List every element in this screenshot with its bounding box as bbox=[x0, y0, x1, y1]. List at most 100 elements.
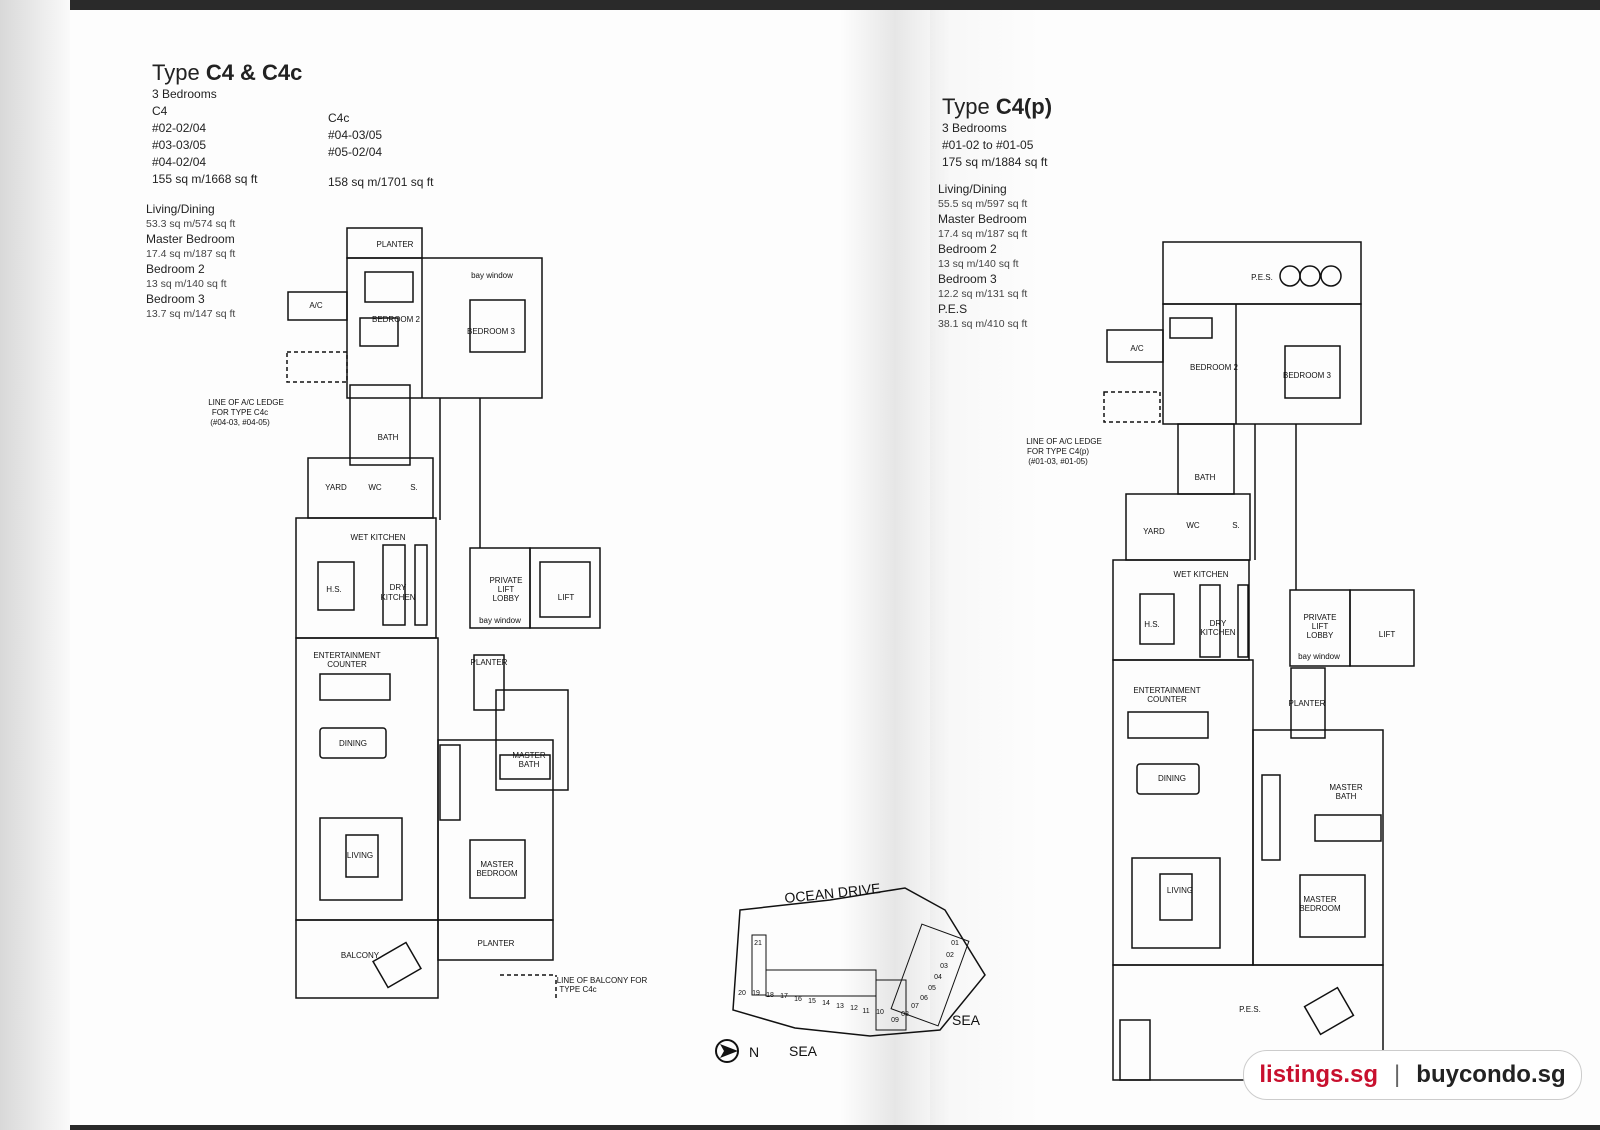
plan-label: LIVING bbox=[1167, 886, 1193, 895]
plan-label: MASTER bbox=[480, 860, 514, 869]
area-value: 13 sq m/140 sq ft bbox=[938, 258, 1019, 270]
plan-label: BATH bbox=[519, 760, 540, 769]
left-c4-unit: #03-03/05 bbox=[152, 138, 207, 152]
site-sea-east-label: SEA bbox=[952, 1012, 981, 1028]
watermark-site-b: buycondo.sg bbox=[1416, 1061, 1566, 1088]
plan-label: YARD bbox=[1143, 527, 1165, 536]
area-value: 53.3 sq m/574 sq ft bbox=[146, 218, 236, 230]
plan-label: A/C bbox=[309, 301, 323, 310]
plan-label: PLANTER bbox=[471, 658, 508, 667]
site-unit-number: 15 bbox=[808, 998, 816, 1005]
plan-label: ENTERTAINMENT bbox=[1133, 686, 1200, 695]
plan-label: LIVING bbox=[347, 851, 373, 860]
plan-label: WC bbox=[1186, 521, 1200, 530]
right-area-list: Living/Dining 55.5 sq m/597 sq ft Master… bbox=[938, 182, 1027, 332]
plan-label: (#01-03, #01-05) bbox=[1028, 457, 1088, 466]
site-road-label: OCEAN DRIVE bbox=[784, 880, 882, 906]
plan-label: TYPE C4c bbox=[559, 985, 596, 994]
plan-label: KITCHEN bbox=[380, 593, 415, 602]
plan-label: bay window bbox=[479, 616, 521, 625]
plan-label: bay window bbox=[471, 271, 513, 280]
site-unit-number: 04 bbox=[934, 974, 942, 981]
plan-label: DINING bbox=[1158, 774, 1186, 783]
site-north-label: N bbox=[749, 1044, 759, 1060]
area-value: 13.7 sq m/147 sq ft bbox=[146, 308, 236, 320]
left-bedrooms: 3 Bedrooms bbox=[152, 87, 217, 101]
area-name: Bedroom 2 bbox=[938, 242, 997, 256]
site-unit-number: 14 bbox=[822, 1000, 830, 1007]
plan-label: PRIVATE bbox=[489, 576, 522, 585]
plan-label: PLANTER bbox=[377, 240, 414, 249]
right-bedrooms: 3 Bedrooms bbox=[942, 121, 1007, 135]
plan-label: A/C bbox=[1130, 344, 1144, 353]
plan-label: COUNTER bbox=[1147, 695, 1187, 704]
plan-label: MASTER bbox=[512, 751, 546, 760]
plan-label: BATH bbox=[1336, 792, 1357, 801]
plan-label: P.E.S. bbox=[1239, 1005, 1261, 1014]
north-arrow-icon bbox=[715, 1039, 739, 1063]
right-units: #01-02 to #01-05 bbox=[942, 138, 1034, 152]
plan-label: H.S. bbox=[1144, 620, 1160, 629]
left-c4c-size: 158 sq m/1701 sq ft bbox=[328, 175, 434, 189]
left-type-heading: Type C4 & C4c 3 Bedrooms C4 #02-02/04 #0… bbox=[152, 60, 302, 188]
watermark-site-a: listings.sg bbox=[1259, 1061, 1379, 1088]
watermark-separator: | bbox=[1394, 1061, 1401, 1088]
left-floor-plan bbox=[286, 227, 601, 999]
area-name: P.E.S bbox=[938, 302, 968, 316]
site-unit-number: 18 bbox=[766, 992, 774, 999]
site-unit-number: 08 bbox=[901, 1011, 909, 1018]
plan-label: WET KITCHEN bbox=[1174, 570, 1229, 579]
plan-label: DINING bbox=[339, 739, 367, 748]
plan-label: LINE OF BALCONY FOR bbox=[557, 976, 648, 985]
plan-label: MASTER bbox=[1329, 783, 1363, 792]
plan-label: LIFT bbox=[1312, 622, 1329, 631]
plan-label: LOBBY bbox=[493, 594, 520, 603]
area-value: 17.4 sq m/187 sq ft bbox=[146, 248, 236, 260]
plan-label: BEDROOM bbox=[476, 869, 518, 878]
plan-label: KITCHEN bbox=[1200, 628, 1235, 637]
area-value: 12.2 sq m/131 sq ft bbox=[938, 288, 1028, 300]
right-type-heading: Type C4(p) 3 Bedrooms #01-02 to #01-05 1… bbox=[942, 94, 1052, 171]
page-edge-left bbox=[0, 0, 70, 1130]
site-unit-number: 13 bbox=[836, 1003, 844, 1010]
site-plan: OCEAN DRIVE SEA SEA N 21 20 19 18 17 16 … bbox=[715, 880, 986, 1063]
site-unit-number: 02 bbox=[946, 952, 954, 959]
spine-shadow bbox=[840, 10, 950, 1125]
site-unit-number: 19 bbox=[752, 990, 760, 997]
left-c4c-unit: #05-02/04 bbox=[328, 145, 383, 159]
site-unit-number: 12 bbox=[850, 1005, 858, 1012]
area-value: 13 sq m/140 sq ft bbox=[146, 278, 227, 290]
left-c4-size: 155 sq m/1668 sq ft bbox=[152, 172, 258, 186]
plan-label: LIFT bbox=[558, 593, 575, 602]
left-c4-label: C4 bbox=[152, 104, 168, 118]
plan-label: S. bbox=[410, 483, 418, 492]
left-c4c-label: C4c bbox=[328, 111, 350, 125]
site-unit-number: 17 bbox=[780, 993, 788, 1000]
plan-label: P.E.S. bbox=[1251, 273, 1273, 282]
left-page bbox=[70, 10, 930, 1125]
area-name: Bedroom 3 bbox=[938, 272, 997, 286]
plan-label: BEDROOM 2 bbox=[1190, 363, 1239, 372]
left-title: Type C4 & C4c bbox=[152, 60, 303, 85]
plan-label: (#04-03, #04-05) bbox=[210, 418, 270, 427]
plan-label: BEDROOM 2 bbox=[372, 315, 421, 324]
area-value: 17.4 sq m/187 sq ft bbox=[938, 228, 1028, 240]
left-c4-unit: #02-02/04 bbox=[152, 121, 207, 135]
site-unit-number: 09 bbox=[891, 1017, 899, 1024]
plan-label: ENTERTAINMENT bbox=[313, 651, 380, 660]
right-title: Type C4(p) bbox=[942, 94, 1053, 119]
plan-label: BATH bbox=[1195, 473, 1216, 482]
site-sea-south-label: SEA bbox=[789, 1043, 818, 1059]
left-c4c-block: C4c #04-03/05 #05-02/04 158 sq m/1701 sq… bbox=[328, 110, 433, 191]
site-unit-number: 21 bbox=[754, 940, 762, 947]
left-c4c-unit: #04-03/05 bbox=[328, 128, 383, 142]
plan-label: BEDROOM 3 bbox=[467, 327, 516, 336]
site-unit-number: 01 bbox=[951, 940, 959, 947]
plan-label: DRY bbox=[390, 583, 407, 592]
area-name: Bedroom 3 bbox=[146, 292, 205, 306]
plan-label: WC bbox=[368, 483, 382, 492]
area-name: Living/Dining bbox=[938, 182, 1007, 196]
site-unit-number: 03 bbox=[940, 963, 948, 970]
